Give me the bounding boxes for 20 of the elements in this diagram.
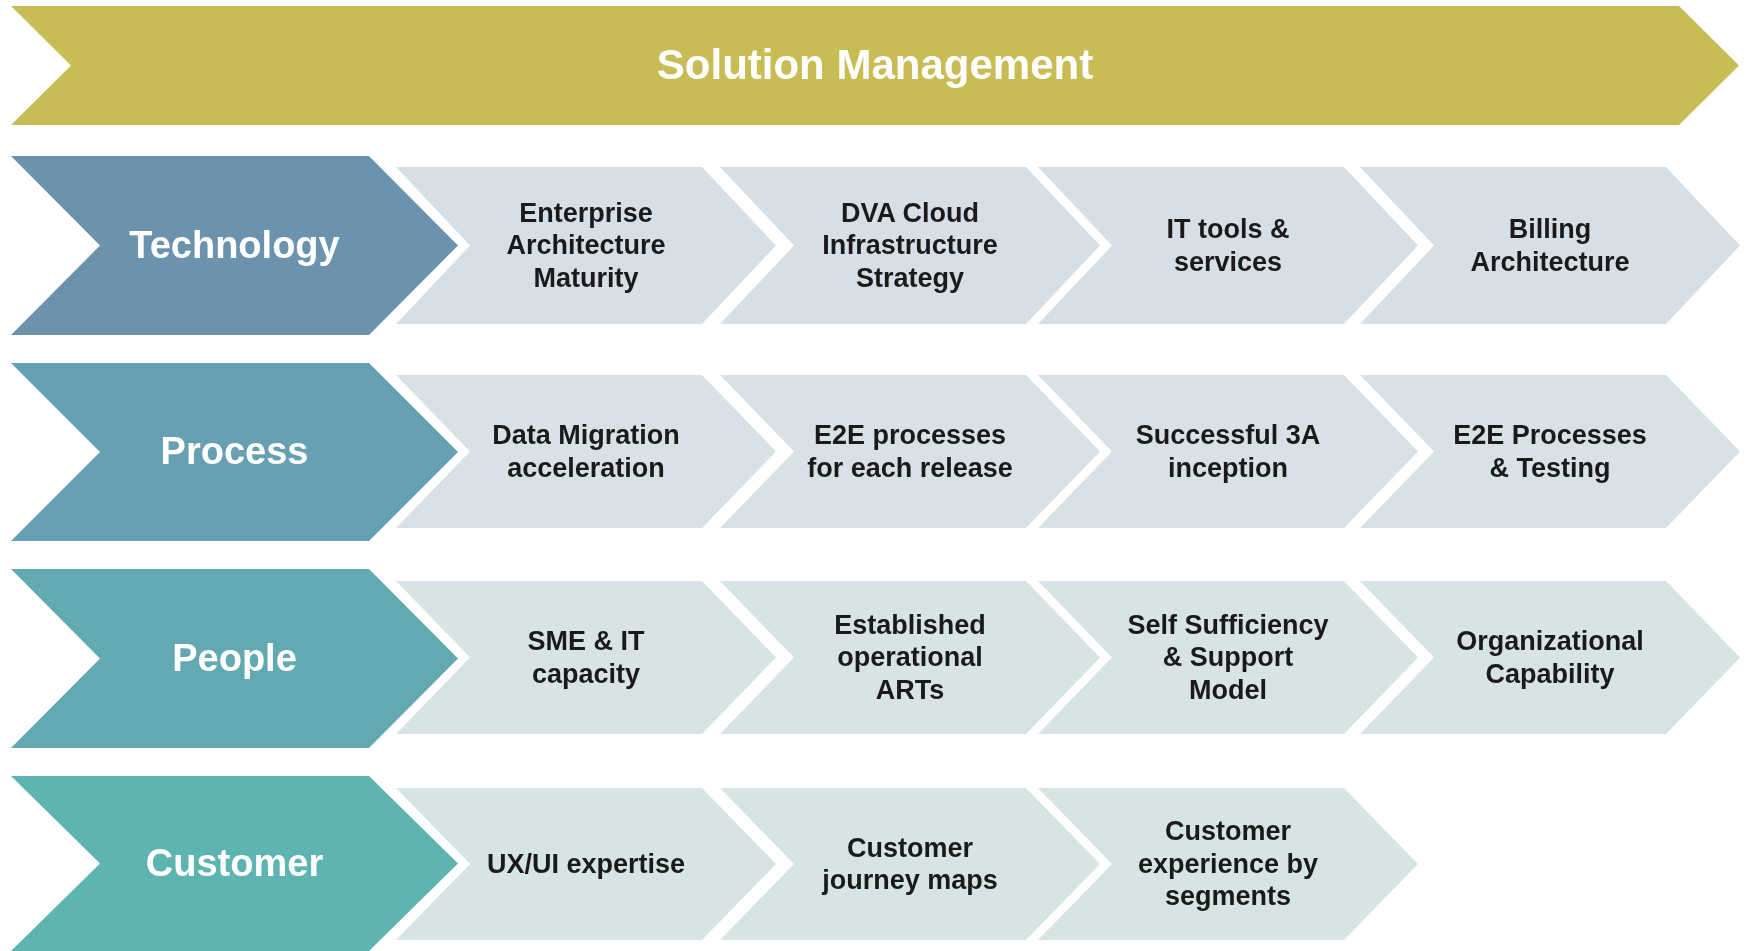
chevron-label: Billing Architecture xyxy=(1469,213,1631,278)
chevron-label: Customer experience by segments xyxy=(1136,815,1320,913)
chevron-label: UX/UI expertise xyxy=(486,847,686,881)
chevron-label: DVA Cloud Infrastructure Strategy xyxy=(821,196,999,295)
chevron-label: People xyxy=(172,635,297,681)
chevron-label: Solution Management xyxy=(656,40,1094,91)
chevron-label: Self Sufficiency & Support Model xyxy=(1126,608,1330,707)
chevron-label: E2E Processes & Testing xyxy=(1452,419,1648,484)
chevron-label: Successful 3A inception xyxy=(1134,419,1322,484)
chevron-label: Process xyxy=(160,429,309,475)
chevron-label: Established operational ARTs xyxy=(833,608,987,707)
chevron-label: Customer journey maps xyxy=(820,831,999,897)
chevron-label: IT tools & services xyxy=(1165,213,1291,278)
chevron-label: Customer xyxy=(145,840,324,886)
chevron-label: E2E processes for each release xyxy=(806,419,1014,484)
chevron-label: Enterprise Architecture Maturity xyxy=(505,196,667,295)
chevron-label: Data Migration acceleration xyxy=(491,419,681,484)
chevron-label: SME & IT capacity xyxy=(526,625,646,690)
chevron-label: Technology xyxy=(129,222,340,268)
chevron-label: Organizational Capability xyxy=(1455,625,1645,690)
